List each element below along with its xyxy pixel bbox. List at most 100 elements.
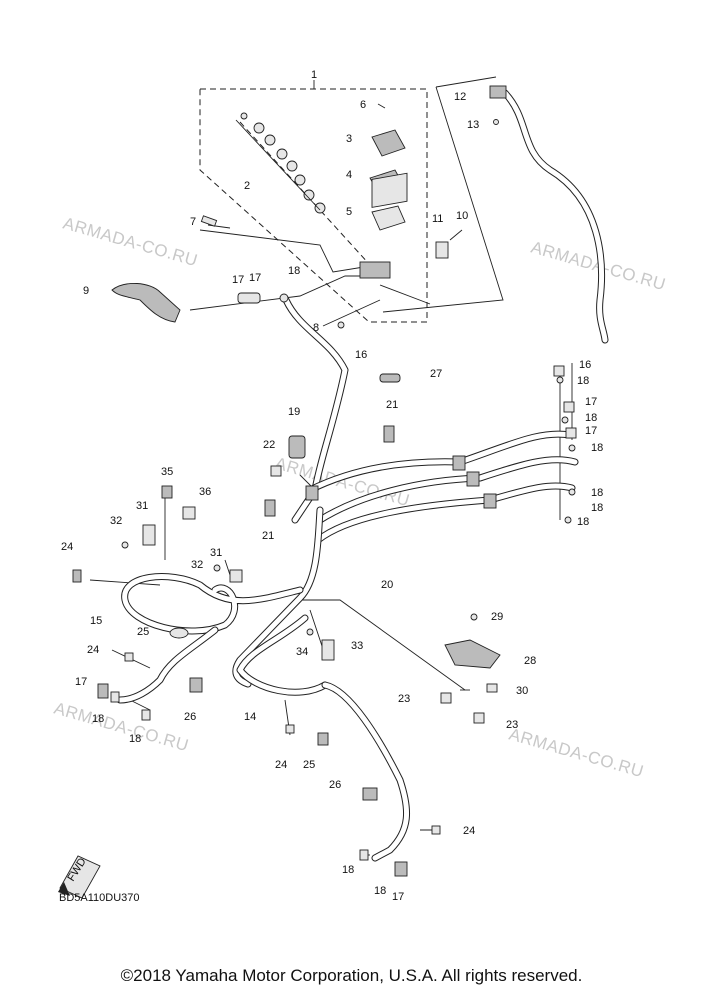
part-24c-clip [285, 724, 295, 734]
watermark: ARMADA-CO.RU [507, 725, 646, 782]
part-12-union [489, 85, 507, 99]
callout: 8 [313, 322, 319, 334]
callout: 29 [491, 611, 503, 623]
watermark: ARMADA-CO.RU [52, 699, 191, 756]
part-17d-bolt [394, 861, 408, 877]
part-18d-washer [141, 709, 151, 721]
part-24-union [72, 569, 82, 583]
callout: 27 [430, 368, 442, 380]
part-7-bolt [200, 215, 218, 227]
part-35-bolt [161, 485, 173, 499]
part-9-lever [111, 283, 181, 323]
callout: 9 [83, 285, 89, 297]
callout: 18 [92, 713, 104, 725]
part-2-kit [235, 112, 326, 214]
callout: 18 [129, 733, 141, 745]
part-36-clamp [182, 506, 196, 520]
callout: 16 [579, 359, 591, 371]
part-17c-bolt [97, 683, 109, 699]
part-11-switch [435, 241, 449, 259]
copyright-footer: ©2018 Yamaha Motor Corporation, U.S.A. A… [120, 966, 583, 985]
callout: 18 [342, 864, 354, 876]
callout: 17 [249, 272, 261, 284]
part-28-bracket [444, 639, 501, 669]
callout: 26 [329, 779, 341, 791]
callout: 19 [288, 406, 300, 418]
part-31b-bracket [229, 569, 243, 583]
callout: 18 [591, 442, 603, 454]
callout: 17 [392, 891, 404, 903]
callout: 24 [61, 541, 73, 553]
connector [452, 455, 466, 471]
callout: 17 [232, 274, 244, 286]
callout: 17 [75, 676, 87, 688]
callout: 31 [136, 500, 148, 512]
right-union-bolts [553, 365, 577, 524]
part-18-washer [279, 293, 289, 303]
callout: 1 [311, 69, 317, 81]
part-22-clip [270, 465, 282, 477]
part-17-bolt [237, 292, 261, 304]
part-10-pin [449, 229, 463, 241]
diagram-code: BD5A110DU370 [59, 892, 140, 904]
callout: 18 [585, 412, 597, 424]
callout: 23 [398, 693, 410, 705]
watermark: ARMADA-CO.RU [61, 214, 200, 271]
callout: 31 [210, 547, 222, 559]
part-8-screw [337, 321, 345, 329]
part-32b-bolt [213, 564, 221, 572]
part-21-clamp [383, 425, 395, 443]
part-25b-clamp [317, 732, 329, 746]
master-cylinder [359, 172, 408, 279]
callout: 21 [262, 530, 274, 542]
callout: 32 [110, 515, 122, 527]
part-26b-clamp [362, 787, 378, 801]
part-27-guide [379, 373, 401, 383]
callout: 13 [467, 119, 479, 131]
callout: 6 [360, 99, 366, 111]
callout: 32 [191, 559, 203, 571]
callout: 24 [87, 644, 99, 656]
callout: 18 [577, 516, 589, 528]
part-13-screw [493, 119, 499, 125]
callout: 18 [591, 487, 603, 499]
part-32-bolt [121, 541, 129, 549]
callout: 23 [506, 719, 518, 731]
callout: 10 [456, 210, 468, 222]
callout: 25 [137, 626, 149, 638]
part-18c-washer [110, 691, 120, 703]
callout: 12 [454, 91, 466, 103]
callout: 11 [432, 213, 443, 225]
connector [483, 493, 497, 509]
part-23-grommet [440, 692, 452, 704]
callout: 34 [296, 646, 308, 658]
part-24b-clip [124, 652, 134, 662]
part-30-nut [486, 683, 498, 693]
callout: 24 [463, 825, 475, 837]
callout: 4 [346, 169, 352, 181]
callout: 33 [351, 640, 363, 652]
part-24d-clip [431, 825, 441, 835]
callout: 24 [275, 759, 287, 771]
callout: 14 [244, 711, 256, 723]
callout-labels: 1 2 3 4 5 6 7 8 9 10 11 12 13 14 15 16 1… [61, 69, 603, 903]
callout: 26 [184, 711, 196, 723]
callout: 16 [355, 349, 367, 361]
callout: 22 [263, 439, 275, 451]
callout: 18 [374, 885, 386, 897]
callout: 36 [199, 486, 211, 498]
parts [72, 85, 577, 877]
part-5-plate [371, 205, 406, 231]
part-31-bracket [142, 524, 156, 546]
callout: 17 [585, 396, 597, 408]
callout: 7 [190, 216, 196, 228]
callout: 35 [161, 466, 173, 478]
part-21b-clamp [264, 499, 276, 517]
part-6-screw [377, 103, 386, 109]
callout: 18 [591, 502, 603, 514]
part-18e-washer [359, 849, 369, 861]
part-33-clip [321, 639, 335, 661]
callout: 20 [381, 579, 393, 591]
callout: 15 [90, 615, 102, 627]
